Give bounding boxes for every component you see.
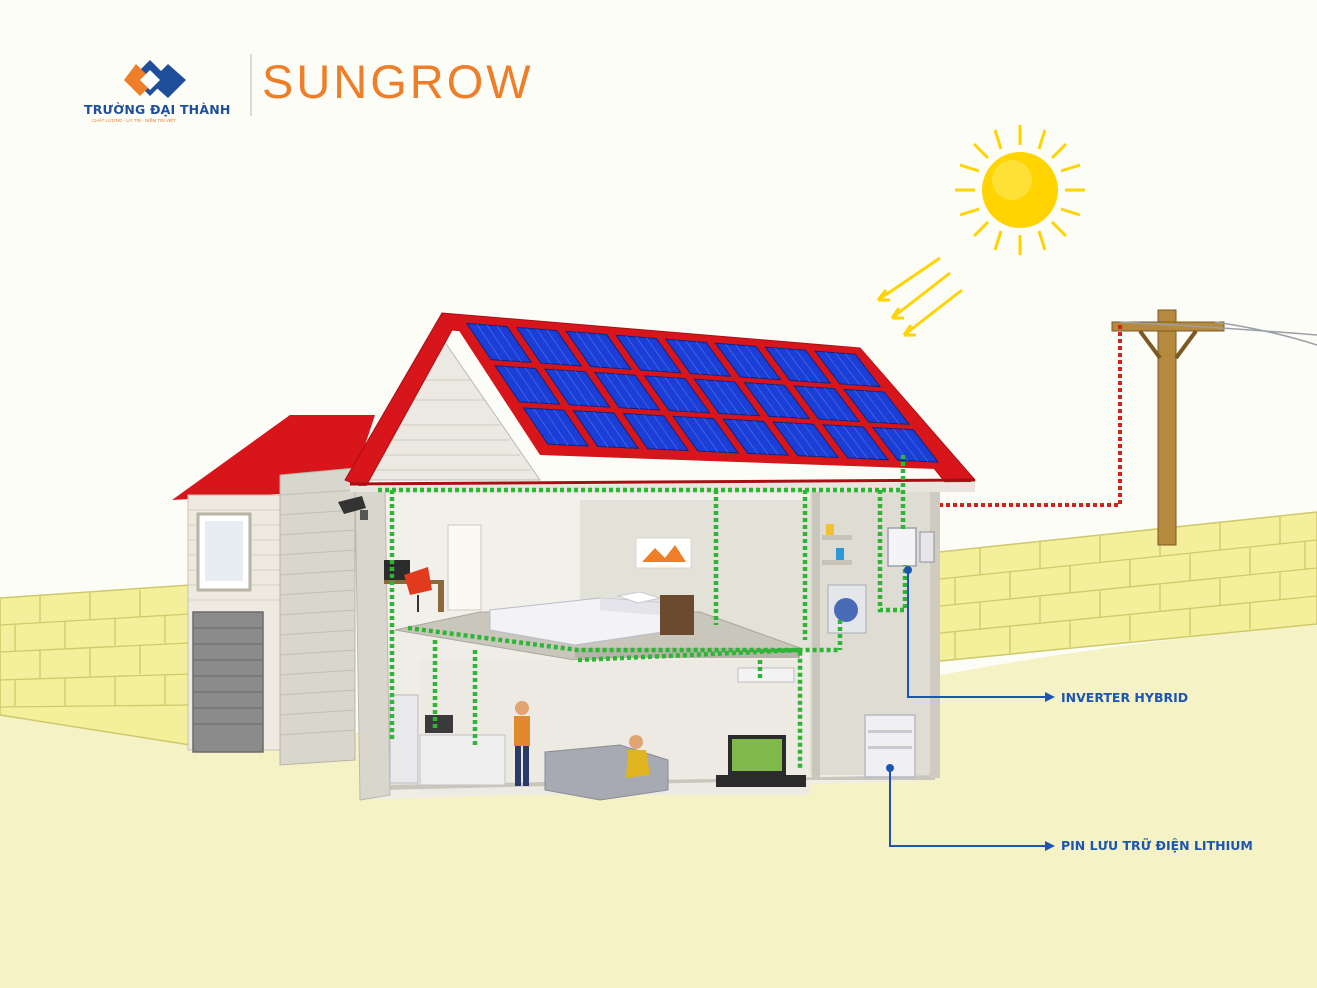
solar-panel-cell-line (614, 373, 640, 409)
solar-panel-cell-line (775, 347, 801, 382)
solar-panel-cell-line (743, 420, 769, 455)
solar-panel-cell-line (476, 324, 502, 361)
solar-panel-cell-line (804, 386, 830, 420)
solar-panel-cell-line (704, 379, 730, 415)
solar-panel-cell-line (645, 337, 671, 373)
partner-logo-tagline: CHẤT LƯỢNG - UY TÍN - NIỀM TIN VIỆT (92, 118, 176, 123)
solar-panel-cell-line (902, 429, 929, 462)
solar-panel-cell-line (853, 426, 879, 460)
solar-panel-cell-line (654, 376, 680, 412)
ground (0, 625, 1317, 988)
solar-panel-cell-line (635, 336, 661, 372)
solar-panel-cell-line (564, 370, 590, 407)
solar-panel-cell-line (496, 325, 522, 362)
solar-panel-cell-line (525, 367, 550, 404)
solar-panel-cell-line (583, 411, 609, 448)
solar-panel-cell-line (873, 391, 900, 424)
solar-panel-cell-line (725, 343, 751, 378)
solar-panel-cell-line (515, 366, 540, 404)
solar-panel-cell-line (546, 329, 572, 366)
house-wiring (378, 455, 908, 770)
logo-divider (250, 54, 252, 116)
solar-panel-cell-line (486, 324, 512, 362)
solar-panel-cell-line (782, 422, 809, 457)
left-brick-wall (0, 584, 191, 746)
solar-panel-cell-line (674, 377, 700, 413)
solar-panel-cell-line (695, 341, 721, 376)
partner-logo: TRƯỜNG ĐẠI THÀNH CHẤT LƯỢNG - UY TÍN - N… (82, 58, 242, 128)
solar-panel-cell-line (764, 383, 790, 418)
solar-panel-cell-line (543, 408, 569, 446)
solar-panel-cell-line (683, 416, 709, 452)
solar-panel-cell-line (504, 366, 530, 403)
solar-panel-cell-line (586, 332, 612, 369)
solar-panel-cell-line (625, 335, 651, 371)
solar-panel-cell-line (842, 425, 869, 460)
solar-panel-cell-line (845, 353, 871, 387)
solar-panel-cell-line (533, 408, 559, 445)
garage (172, 415, 375, 766)
partner-logo-mark (124, 60, 186, 98)
solar-panel-cell-line (814, 387, 840, 421)
solar-panel-cell-line (643, 414, 669, 450)
right-brick-wall (929, 511, 1317, 663)
solar-panel-cell-line (536, 328, 562, 365)
solar-panel-cell-line (834, 352, 861, 386)
sunlight-rays (876, 256, 963, 337)
solar-panel-cell-line (576, 331, 602, 368)
partner-logo-name: TRƯỜNG ĐẠI THÀNH (84, 102, 231, 117)
solar-panel-cell-line (745, 345, 771, 380)
solar-panel-cell-line (803, 423, 829, 458)
solar-panel-cell-line (603, 412, 629, 449)
battery-callout-label: PIN LƯU TRỮ ĐIỆN LITHIUM (1061, 838, 1253, 853)
solar-panel-cell-line (593, 411, 619, 448)
solar-panel-cell-line (793, 422, 819, 457)
utility-pole (1111, 309, 1317, 546)
solar-panel-cell-line (685, 340, 711, 376)
solar-panel-array (465, 322, 940, 463)
solar-panel-cell-line (693, 417, 719, 453)
solar-panel-cell-line (795, 349, 821, 383)
solar-panel-cell-line (574, 370, 600, 407)
solar-panel-cell-line (733, 419, 759, 454)
solar-panel-cell-line (824, 387, 850, 422)
solar-panel-cell-line (892, 428, 919, 462)
solar-panel-cell-line (853, 389, 880, 423)
solar-panel-cell-line (604, 372, 630, 409)
solar-panel-cell-line (675, 339, 701, 375)
solar-panel-cell-line (664, 377, 690, 412)
solar-panel-cell-line (832, 425, 859, 459)
callout-lines (886, 566, 1055, 851)
sun-icon (955, 125, 1085, 255)
solar-panel-cell-line (554, 369, 580, 406)
solar-panel-cell-line (653, 415, 679, 451)
solar-panel-cell-line (596, 333, 622, 369)
solar-panel-cell-line (724, 381, 750, 416)
solar-panel-cell-line (785, 348, 811, 382)
sungrow-logo: SUNGROW (262, 55, 534, 108)
solar-panel-cell-line (553, 409, 579, 446)
grid-power-line (926, 325, 1122, 540)
solar-panel-cell-line (703, 417, 729, 453)
solar-panel-cell-line (753, 420, 779, 455)
solar-panel-cell-line (714, 380, 740, 415)
solar-panel-cell-line (863, 390, 890, 424)
solar-panel-cell-line (824, 351, 851, 385)
inverter-callout-label: INVERTER HYBRID (1061, 690, 1189, 705)
solar-panel-cell-line (735, 344, 761, 379)
solar-panel-cell-line (754, 383, 780, 418)
solar-panel-cell-line (633, 413, 659, 450)
solar-panel-cell-line (774, 384, 800, 419)
solar-panel-cell-line (624, 374, 650, 410)
solar-panel-cell-line (526, 328, 552, 364)
interior-furnishings (338, 496, 935, 801)
